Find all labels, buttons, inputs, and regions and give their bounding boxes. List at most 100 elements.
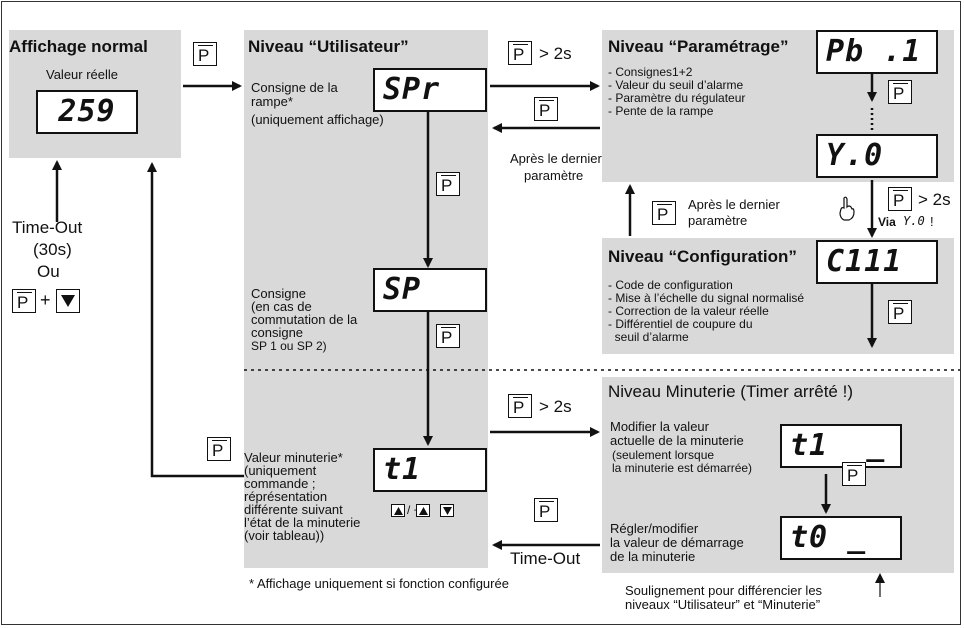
param-item-2: - Valeur du seuil d’alarme bbox=[608, 78, 744, 92]
p-key-label: P bbox=[441, 175, 456, 195]
p-key-label: P bbox=[441, 327, 456, 347]
setpoint-label: Consigne bbox=[251, 286, 306, 301]
p-key-label: P bbox=[539, 501, 554, 521]
underline-note-1: Soulignement pour différencier les bbox=[625, 583, 823, 598]
p-key-timer[interactable]: P bbox=[842, 462, 866, 486]
p-key-to-timer[interactable]: P bbox=[508, 394, 532, 418]
config-item-4: - Différentiel de coupure du bbox=[608, 317, 753, 331]
setpoint-display: SP bbox=[373, 268, 487, 312]
p-key-timer-back[interactable]: P bbox=[207, 437, 231, 461]
ramp-display: SPr bbox=[373, 68, 487, 112]
ramp-note: (uniquement affichage) bbox=[251, 112, 384, 127]
timer-note-4: différente suivant bbox=[244, 502, 343, 517]
normal-title: Affichage normal bbox=[9, 37, 148, 56]
p-key-to-config[interactable]: P bbox=[888, 187, 912, 211]
footnote: * Affichage uniquement si fonction confi… bbox=[249, 576, 509, 591]
p-key-label: P bbox=[893, 83, 908, 103]
via-excl: ! bbox=[930, 214, 934, 229]
param-level-title: Niveau “Paramétrage” bbox=[608, 37, 789, 56]
via-label: Via bbox=[878, 215, 896, 229]
timer-level-title: Niveau Minuterie (Timer arrêté !) bbox=[608, 382, 853, 401]
timer-modify-4: la minuterie est démarrée) bbox=[612, 461, 753, 475]
timeout-right: Time-Out bbox=[510, 549, 581, 568]
p-key-label: P bbox=[893, 303, 908, 323]
setpoint-note-4: SP 1 ou SP 2) bbox=[251, 339, 327, 353]
p-key-normal[interactable]: P bbox=[193, 42, 217, 66]
after-last-2: paramètre bbox=[524, 168, 584, 183]
param-item-4: - Pente de la rampe bbox=[608, 104, 714, 118]
p-key-user-1[interactable]: P bbox=[436, 172, 460, 196]
config-level-title: Niveau “Configuration” bbox=[608, 247, 797, 266]
timer-note-5: l’état de la minuterie bbox=[244, 515, 361, 530]
timer-note-6: (voir tableau)) bbox=[244, 528, 325, 543]
setpoint-note-3: consigne bbox=[251, 325, 304, 340]
setpoint-note-2: commutation de la bbox=[251, 312, 358, 327]
p-key-to-param[interactable]: P bbox=[508, 41, 532, 65]
ramp-label: Consigne de la rampe* bbox=[251, 80, 338, 109]
after-last-1: Après le dernier bbox=[510, 151, 602, 166]
p-key-label: P bbox=[212, 440, 227, 460]
p-key-label: P bbox=[657, 204, 672, 224]
p-key-param[interactable]: P bbox=[888, 80, 912, 104]
after-last-cfg-2: paramètre bbox=[688, 213, 748, 228]
p-key-back-user[interactable]: P bbox=[534, 97, 558, 121]
via-code: Y.0 bbox=[903, 214, 925, 228]
timeout-or: Ou bbox=[37, 262, 60, 281]
hold-2s-label-3: > 2s bbox=[539, 397, 572, 416]
hold-2s-label-1: > 2s bbox=[539, 44, 572, 63]
p-key-timer-to-user[interactable]: P bbox=[534, 498, 558, 522]
up-key-2[interactable] bbox=[416, 504, 430, 517]
timer-modify-1: Modifier la valeur bbox=[610, 419, 709, 434]
timer-set-2: la valeur de démarrage bbox=[610, 535, 744, 550]
hold-2s-label-2: > 2s bbox=[918, 190, 951, 209]
timeout-text: Time-Out bbox=[12, 218, 83, 237]
timer-note-1: (uniquement bbox=[244, 463, 317, 478]
param-item-1: - Consignes1+2 bbox=[608, 65, 693, 79]
p-key-label: P bbox=[17, 292, 32, 312]
normal-subtitle: Valeur réelle bbox=[46, 67, 119, 82]
param-display-bottom: Y.0 bbox=[816, 134, 938, 178]
underline-note-2: niveaux “Utilisateur” et “Minuterie” bbox=[625, 597, 821, 612]
after-last-cfg-1: Après le dernier bbox=[688, 197, 780, 212]
timer-note-2: commande ; bbox=[244, 476, 316, 491]
up-triangle-icon bbox=[418, 506, 428, 515]
param-item-3: - Paramètre du régulateur bbox=[608, 91, 746, 105]
p-key-label: P bbox=[513, 397, 528, 417]
setpoint-note-1: (en cas de bbox=[251, 299, 312, 314]
config-display: C111 bbox=[816, 240, 938, 284]
p-key-label: P bbox=[539, 100, 554, 120]
user-level-title: Niveau “Utilisateur” bbox=[248, 37, 409, 56]
down-key-2[interactable] bbox=[440, 504, 454, 517]
down-triangle-icon bbox=[442, 506, 452, 515]
down-triangle-icon bbox=[61, 295, 75, 307]
p-key-label: P bbox=[198, 45, 213, 65]
p-key-label: P bbox=[893, 190, 908, 210]
p-key-label: P bbox=[847, 465, 862, 485]
timer-modify-2: actuelle de la minuterie bbox=[610, 433, 744, 448]
timeout-duration: (30s) bbox=[33, 240, 72, 259]
up-triangle-icon bbox=[393, 506, 403, 515]
config-item-2: - Mise à l’échelle du signal normalisé bbox=[608, 291, 805, 305]
hand-pointer-icon bbox=[839, 196, 855, 221]
p-key-config[interactable]: P bbox=[888, 300, 912, 324]
plus-sign: + bbox=[40, 290, 51, 310]
timer-display-bottom: t0 _ bbox=[780, 516, 902, 560]
arrow-timer-to-normal bbox=[147, 162, 244, 478]
timer-modify-3: (seulement lorsque bbox=[612, 448, 715, 462]
timer-display: t1 bbox=[373, 448, 487, 492]
p-key-to-param-up[interactable]: P bbox=[652, 201, 676, 225]
timer-set-3: de la minuterie bbox=[610, 549, 696, 564]
param-display-top: Pb .1 bbox=[816, 30, 938, 74]
timer-note-3: réprésentation bbox=[244, 489, 328, 504]
up-key-1[interactable] bbox=[391, 504, 405, 517]
timer-display-top: t1 _ bbox=[780, 424, 902, 468]
down-key[interactable] bbox=[56, 289, 80, 313]
config-item-1: - Code de configuration bbox=[608, 278, 733, 292]
p-key-user-2[interactable]: P bbox=[436, 324, 460, 348]
p-key-reset[interactable]: P bbox=[12, 289, 36, 313]
p-key-label: P bbox=[513, 44, 528, 64]
normal-display: 259 bbox=[36, 90, 138, 134]
